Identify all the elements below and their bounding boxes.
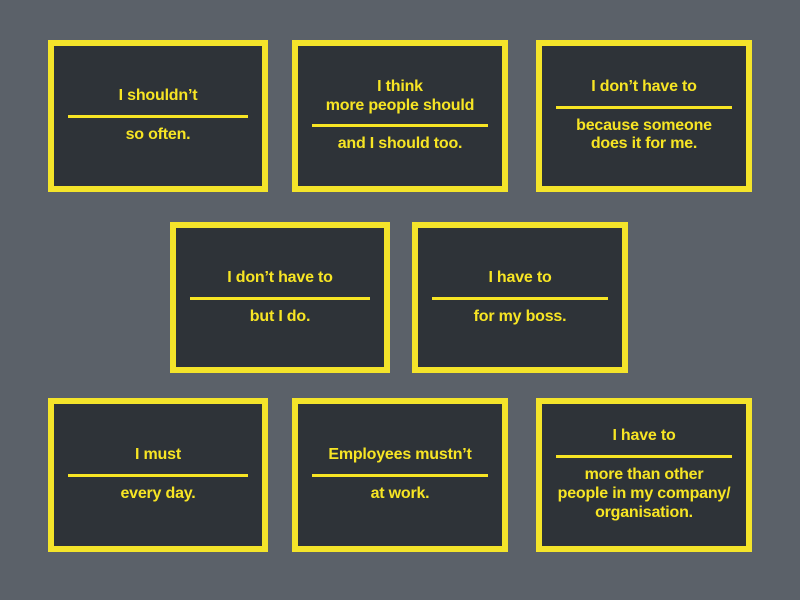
flashcard-prompt: Employees mustn’t [328, 446, 472, 464]
blank-line [312, 474, 488, 477]
flashcard-completion: because someone does it for me. [576, 116, 712, 153]
flashcard-prompt: I think more people should [325, 77, 475, 114]
flashcard-completion: but I do. [249, 307, 311, 325]
blank-line [556, 105, 732, 109]
flashcard[interactable]: Employees mustn’t at work. [292, 398, 508, 552]
blank-line [432, 296, 608, 300]
flashcard-completion: so often. [125, 126, 191, 143]
flashcard[interactable]: I have to more than other people in my c… [536, 398, 752, 552]
flashcard-completion: at work. [370, 485, 430, 502]
flashcard-prompt: I have to [488, 268, 552, 286]
flashcard-completion: more than other people in my company/ or… [557, 466, 731, 521]
flashcard[interactable]: I must every day. [48, 398, 268, 552]
flashcard-prompt: I don’t have to [591, 77, 697, 95]
flashcard-prompt: I don’t have to [227, 268, 333, 286]
blank-line [68, 115, 248, 118]
flashcard-prompt: I shouldn’t [118, 87, 198, 105]
flashcard[interactable]: I shouldn’t so often. [48, 40, 268, 192]
blank-line [556, 455, 732, 459]
flashcard[interactable]: I have to for my boss. [412, 222, 628, 373]
flashcard[interactable]: I don’t have to because someone does it … [536, 40, 752, 192]
flashcard-completion: for my boss. [473, 307, 567, 325]
flashcard-completion: and I should too. [337, 135, 463, 153]
flashcard[interactable]: I think more people should and I should … [292, 40, 508, 192]
blank-line [312, 124, 488, 128]
blank-line [190, 296, 370, 300]
flashcard-prompt: I must [135, 446, 181, 464]
flashcard-prompt: I have to [612, 427, 676, 445]
blank-line [68, 474, 248, 477]
flashcard[interactable]: I don’t have to but I do. [170, 222, 390, 373]
flashcard-completion: every day. [120, 485, 196, 502]
